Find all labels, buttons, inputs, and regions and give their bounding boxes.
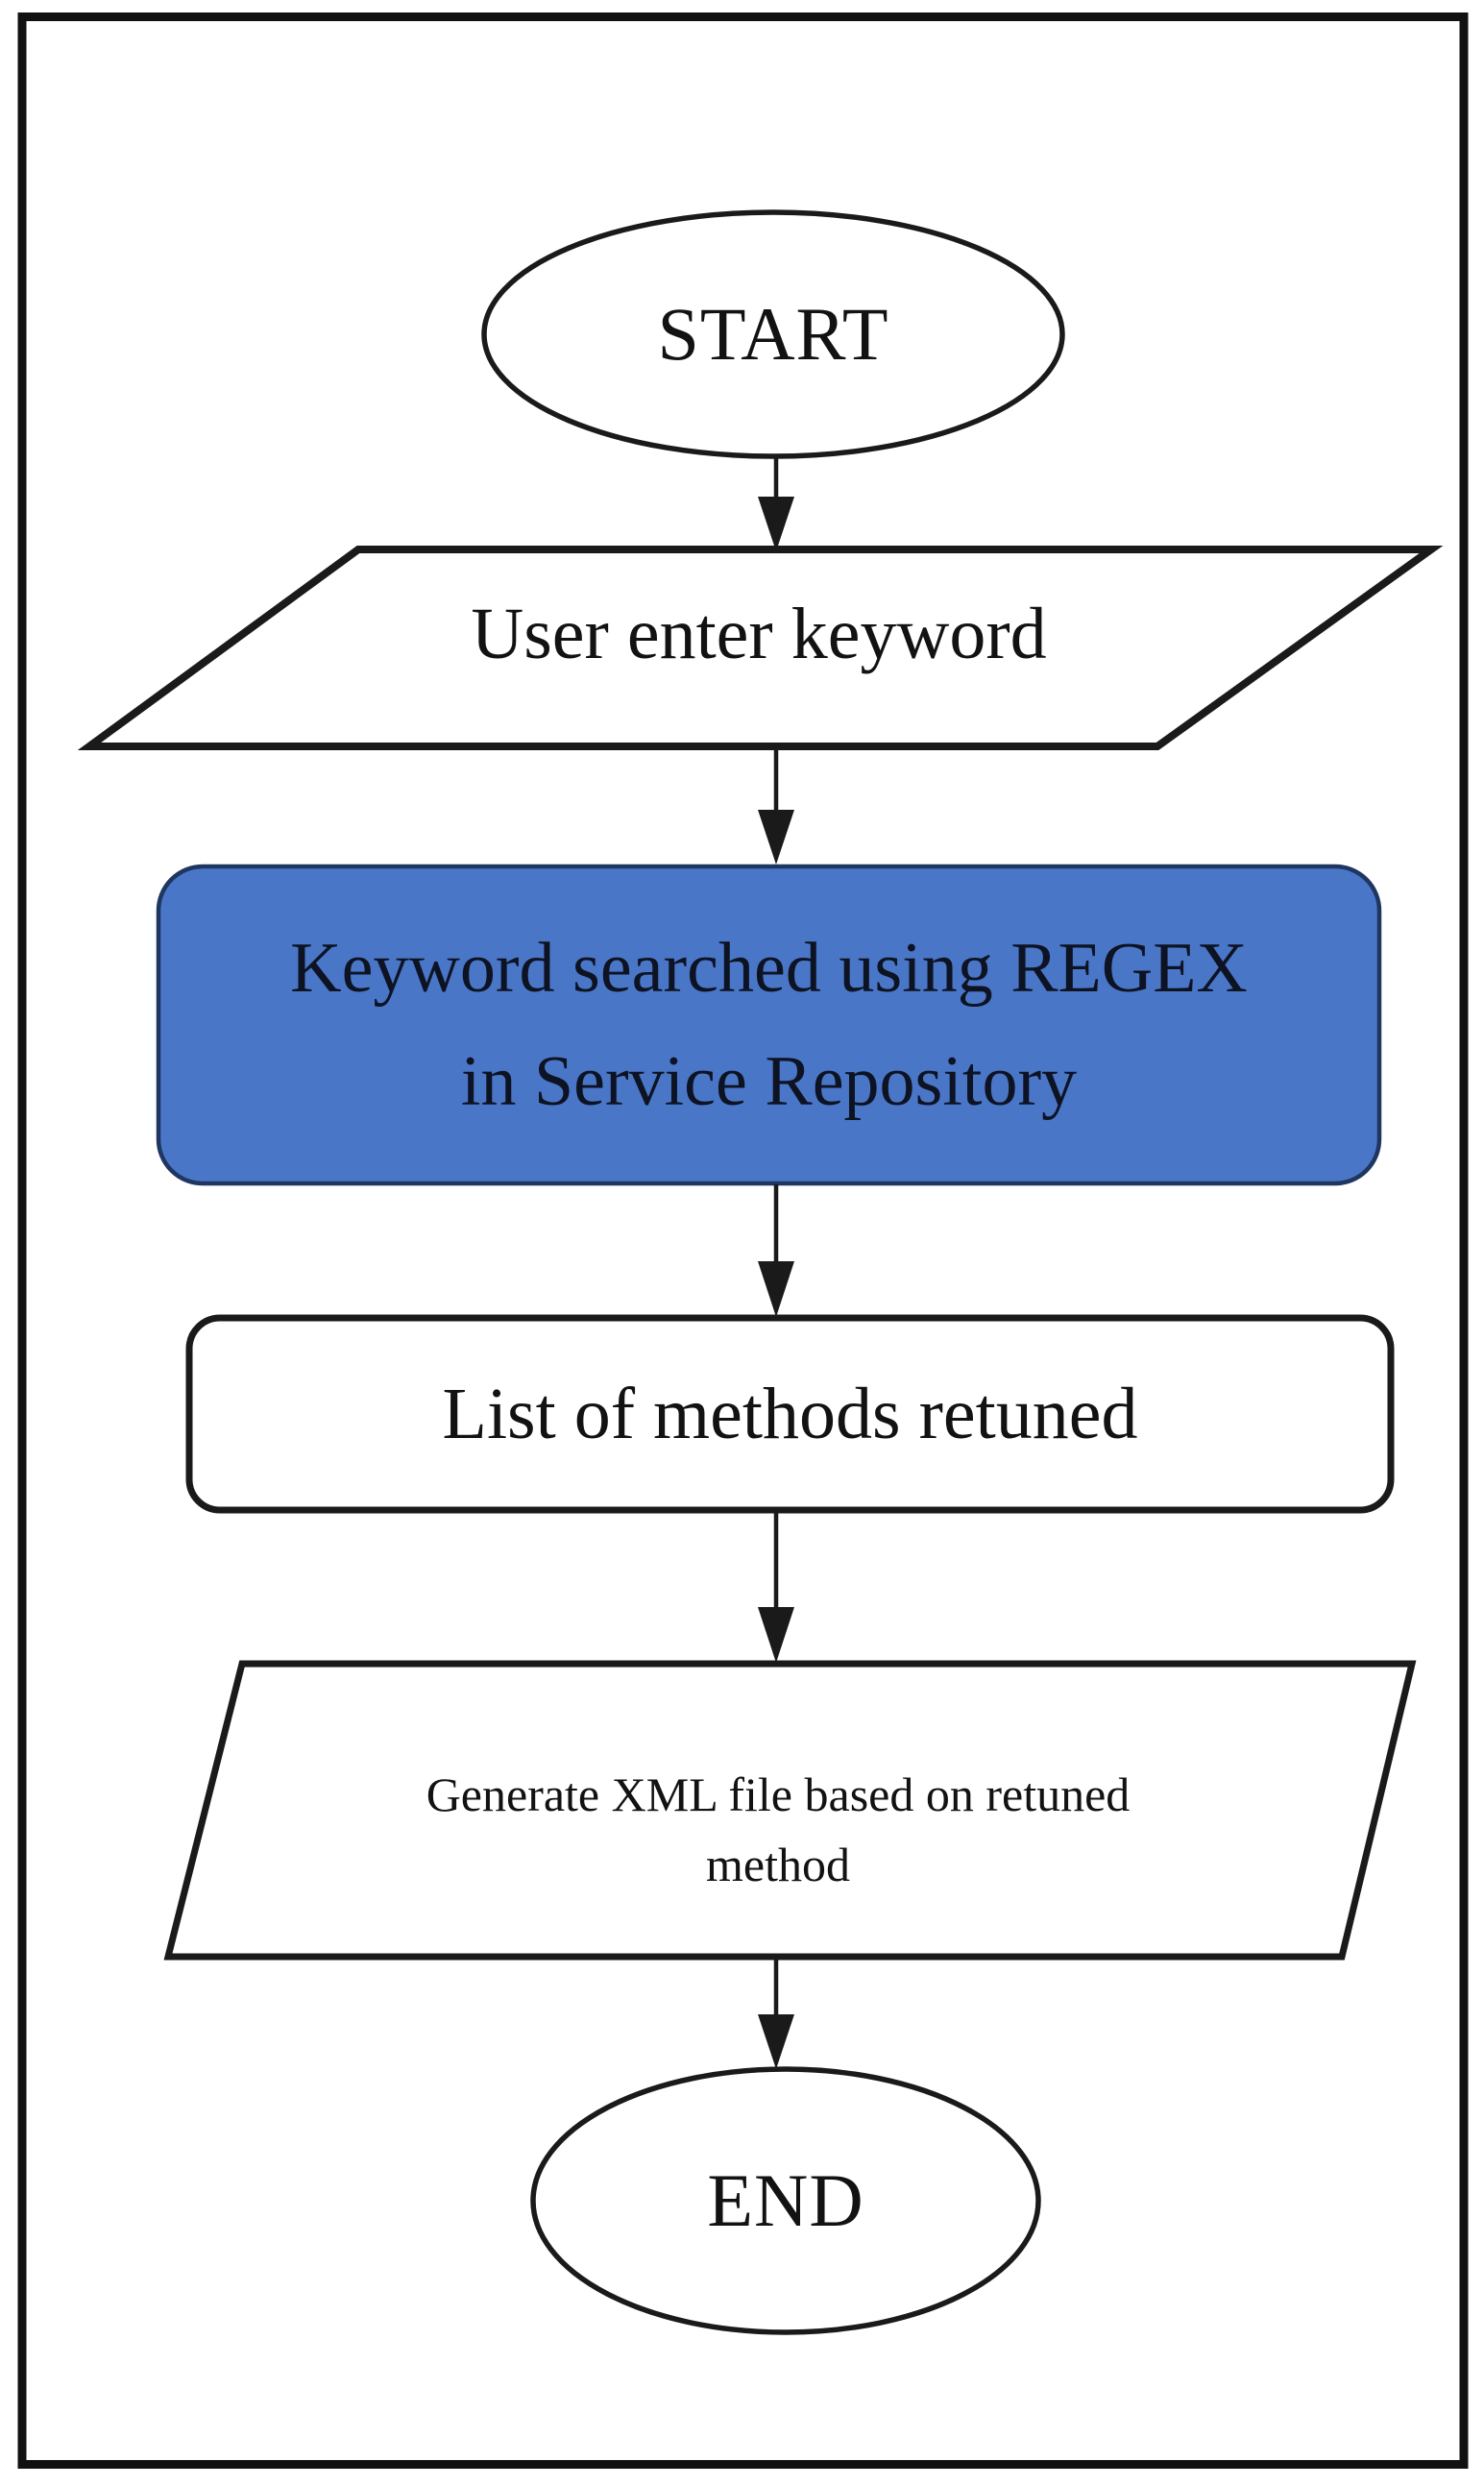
regex-search-process-box bbox=[158, 866, 1379, 1183]
regex-search-process-border bbox=[156, 864, 1382, 1186]
flow-arrow-4 bbox=[758, 1511, 794, 1663]
flow-arrow-2 bbox=[758, 748, 794, 865]
flow-arrow-1 bbox=[758, 458, 794, 551]
input-keyword-parallelogram bbox=[77, 546, 1444, 750]
end-node-ellipse bbox=[530, 2066, 1041, 2335]
flow-arrow-5 bbox=[758, 1958, 794, 2069]
start-node-ellipse bbox=[481, 209, 1065, 459]
arrow-down-icon bbox=[758, 1607, 794, 1663]
outer-frame bbox=[17, 12, 1469, 2469]
flow-arrow-3 bbox=[758, 1184, 794, 1317]
generate-xml-parallelogram bbox=[163, 1660, 1417, 1961]
arrow-down-icon bbox=[758, 497, 794, 551]
arrow-down-icon bbox=[758, 2014, 794, 2069]
arrow-down-icon bbox=[758, 810, 794, 865]
methods-returned-box bbox=[185, 1314, 1395, 1514]
arrow-down-icon bbox=[758, 1261, 794, 1317]
